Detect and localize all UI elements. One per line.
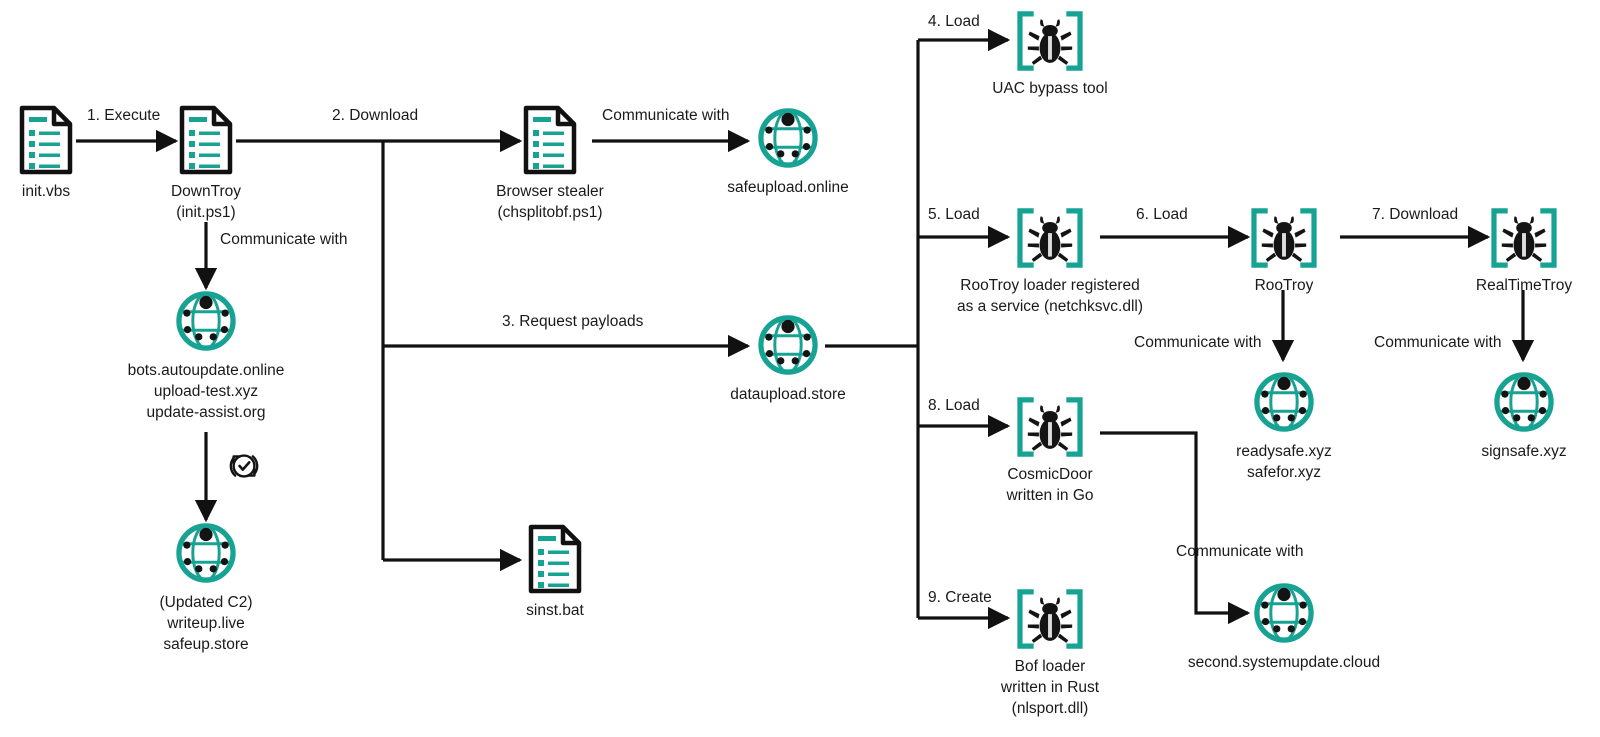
edge-17-communicate	[1100, 431, 1251, 625]
node-caption: RooTroy	[1254, 277, 1314, 294]
network-globe-icon	[1254, 583, 1314, 643]
bug-brackets-icon	[1017, 397, 1083, 457]
node-caption: CosmicDoor written in Go	[1006, 466, 1094, 504]
edge-label-1-execute: 1. Execute	[87, 107, 161, 124]
edge-label-8-load6: 6. Load	[1136, 206, 1188, 223]
node-caption: dataupload.store	[730, 386, 846, 403]
document-icon	[523, 105, 577, 175]
node-caption: sinst.bat	[526, 602, 584, 619]
edge-label-2-download: 2. Download	[332, 107, 419, 124]
node-caption: RealTimeTroy	[1475, 277, 1573, 294]
node-caption: bots.autoupdate.online upload-test.xyz u…	[127, 362, 285, 421]
node-caption: Bof loader written in Rust (nlsport.dll)	[1000, 658, 1100, 717]
network-globe-icon	[758, 108, 818, 168]
bug-brackets-icon	[1017, 11, 1083, 71]
network-globe-icon	[758, 315, 818, 375]
document-icon	[179, 105, 233, 175]
network-globe-icon	[176, 291, 236, 351]
edge-label-6-load4: 4. Load	[928, 13, 980, 30]
bug-brackets-icon	[1251, 208, 1317, 268]
node-caption: UAC bypass tool	[992, 80, 1108, 97]
node-caption: Browser stealer (chsplitobf.ps1)	[496, 183, 604, 221]
node-caption: signsafe.xyz	[1481, 443, 1567, 460]
node-caption: (Updated C2) writeup.live safeup.store	[159, 594, 253, 653]
document-icon	[19, 105, 73, 175]
network-globe-icon	[176, 523, 236, 583]
edge-label-13-create9: 9. Create	[928, 589, 992, 606]
edge-label-9-download7: 7. Download	[1372, 206, 1459, 223]
edge-label-4-communicate: Communicate with	[220, 231, 348, 248]
node-caption: readysafe.xyz safefor.xyz	[1236, 443, 1332, 481]
network-globe-icon	[1254, 372, 1314, 432]
edge-label-7-load5: 5. Load	[928, 206, 980, 223]
edge-label-12-load8: 8. Load	[928, 397, 980, 414]
node-caption: safeupload.online	[727, 179, 849, 196]
bug-brackets-icon	[1017, 589, 1083, 649]
edge-label-10-communicate: Communicate with	[1134, 334, 1262, 351]
refresh-check-icon	[229, 454, 259, 478]
edge-label-11-communicate: Communicate with	[1374, 334, 1502, 351]
bug-brackets-icon	[1017, 208, 1083, 268]
network-globe-icon	[1494, 372, 1554, 432]
edge-label-5-request: 3. Request payloads	[502, 313, 644, 330]
bug-brackets-icon	[1491, 208, 1557, 268]
node-caption: second.systemupdate.cloud	[1187, 654, 1381, 671]
node-caption: RooTroy loader registered as a service (…	[956, 277, 1144, 315]
node-caption: DownTroy (init.ps1)	[170, 183, 242, 221]
edge-label-3-communicate: Communicate with	[602, 107, 730, 124]
document-icon	[528, 524, 582, 594]
edge-label-14-communicate: Communicate with	[1176, 543, 1304, 560]
node-caption: init.vbs	[21, 183, 71, 200]
